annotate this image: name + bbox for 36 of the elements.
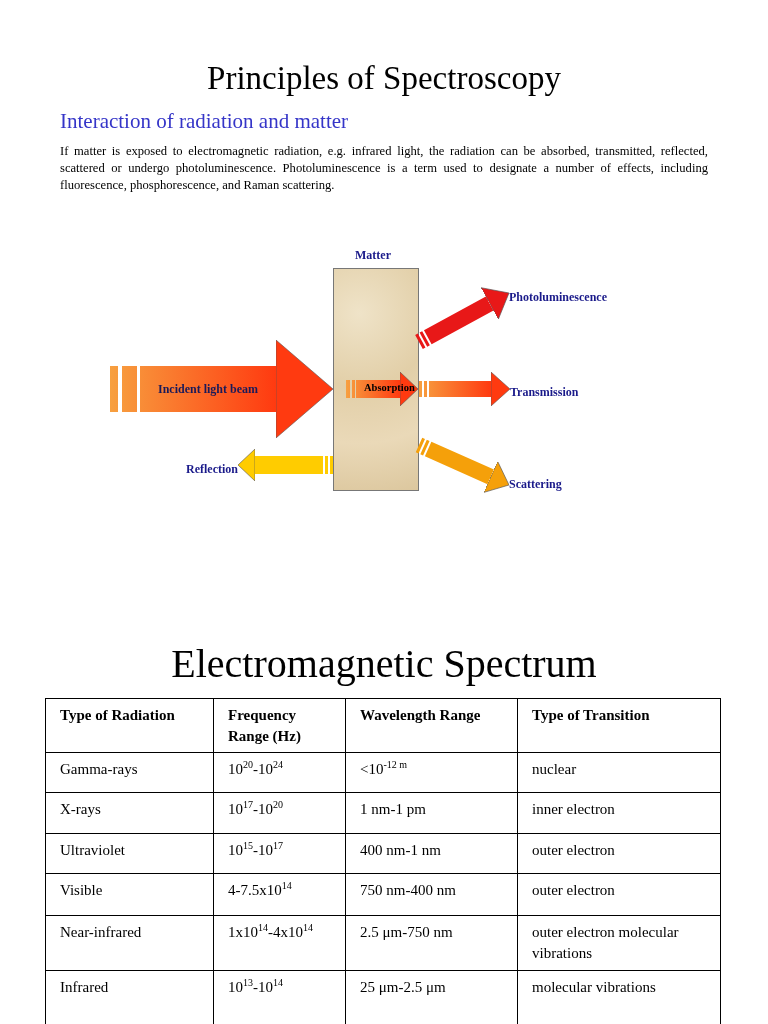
table-cell: Visible <box>45 873 214 916</box>
table-cell: 750 nm-400 nm <box>345 873 518 916</box>
table-cell: X-rays <box>45 792 214 834</box>
edge-label: Absorption <box>364 382 415 393</box>
node-label: Photoluminescence <box>509 290 607 304</box>
body-paragraph: If matter is exposed to electromagnetic radiation, e.g. infrared light, the radiation can be absorbed, transmitted, reflected, scattered or undergo photoluminescence. Photoluminescence is a term used to designate a number of effects, including fluorescence, phosphorescence, and Raman scattering. <box>60 143 708 194</box>
table-cell: outer electron <box>517 873 721 916</box>
table-cell: outer electron molecular vibrations <box>517 915 721 971</box>
node-label: Reflection <box>186 462 238 476</box>
table-cell: inner electron <box>517 792 721 834</box>
section-title: Electromagnetic Spectrum <box>170 640 598 687</box>
table-cell: 10$^{15}$-10$^{17}$ <box>213 833 346 874</box>
table-header-cell: Frequency Range (Hz) <box>213 698 346 753</box>
table-cell: outer electron <box>517 833 721 874</box>
table-cell: nuclear <box>517 752 721 793</box>
node-label: Matter <box>355 248 391 263</box>
table-cell: Gamma-rays <box>45 752 214 793</box>
table-cell: 10$^{17}$-10$^{20}$ <box>213 792 346 834</box>
node-label: Scattering <box>509 477 562 491</box>
table-cell: 10$^{20}$-10$^{24}$ <box>213 752 346 793</box>
edge-label: Incident light beam <box>158 382 258 397</box>
table-cell: 1 nm-1 pm <box>345 792 518 834</box>
table-cell: <10$^{-12 m}$ <box>345 752 518 793</box>
table-cell: Infrared <box>45 970 214 1024</box>
table-cell: 1x10$^{14}$-4x10$^{14}$ <box>213 915 346 971</box>
page-title: Principles of Spectroscopy <box>206 60 562 97</box>
table-cell: 400 nm-1 nm <box>345 833 518 874</box>
table-cell: Near-infrared <box>45 915 214 971</box>
table-header-cell: Type of Transition <box>517 698 721 753</box>
table-cell: Ultraviolet <box>45 833 214 874</box>
table-header-cell: Type of Radiation <box>45 698 214 753</box>
section-heading: Interaction of radiation and matter <box>60 109 349 134</box>
table-cell: 4-7.5x10$^{14}$ <box>213 873 346 916</box>
table-cell: 2.5 μm-750 nm <box>345 915 518 971</box>
node-label: Transmission <box>510 385 579 399</box>
table-header-cell: Wavelength Range <box>345 698 518 753</box>
